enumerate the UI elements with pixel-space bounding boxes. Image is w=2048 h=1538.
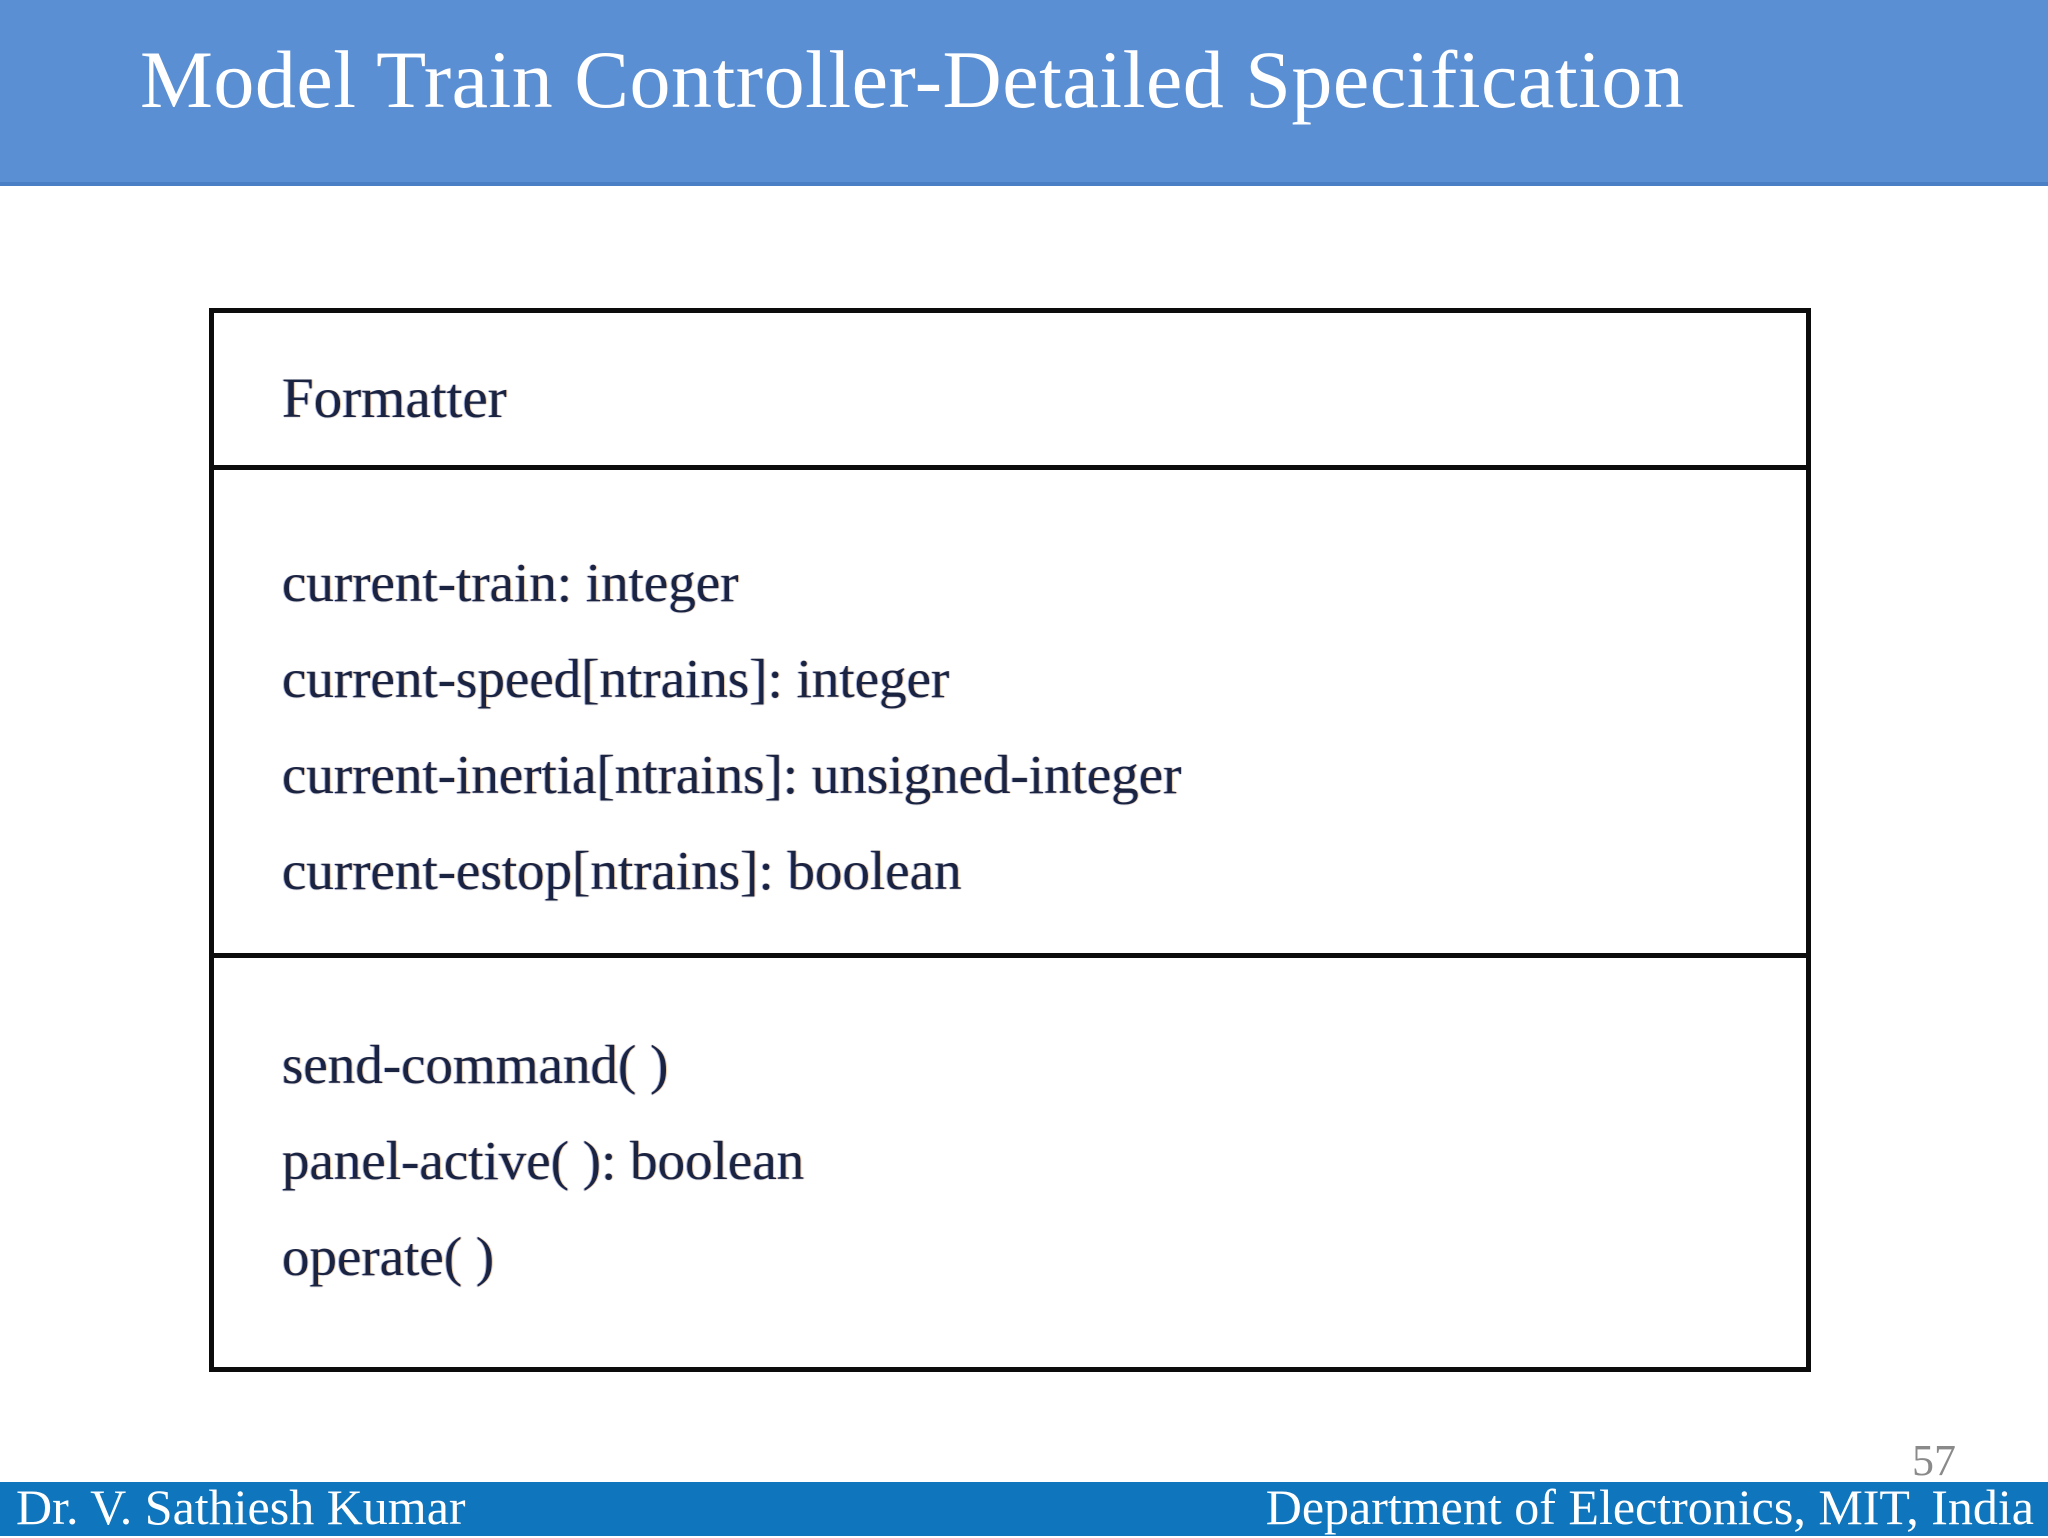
title-banner-bottom-edge — [0, 182, 2048, 186]
uml-attribute-row: current-train: integer — [282, 552, 739, 613]
uml-operation-row: operate( ) — [282, 1226, 495, 1287]
footer-author: Dr. V. Sathiesh Kumar — [16, 1479, 466, 1535]
uml-class-name: Formatter — [282, 367, 507, 430]
page-title: Model Train Controller-Detailed Specific… — [140, 34, 1685, 125]
uml-operation-row: panel-active( ): boolean — [282, 1130, 805, 1191]
slide-footer-bar: Dr. V. Sathiesh Kumar Department of Elec… — [0, 1479, 2048, 1536]
uml-class-box-formatter: Formatter current-train: integer current… — [209, 308, 1811, 1372]
footer-department: Department of Electronics, MIT, India — [1265, 1479, 2034, 1535]
uml-attribute-row: current-estop[ntrains]: boolean — [282, 840, 962, 901]
uml-class-name-section: Formatter — [214, 313, 1806, 470]
uml-operations-section: send-command( ) panel-active( ): boolean… — [214, 958, 1806, 1362]
uml-operation-row: send-command( ) — [282, 1034, 669, 1095]
slide-title-banner: Model Train Controller-Detailed Specific… — [0, 0, 2048, 186]
uml-attribute-row: current-inertia[ntrains]: unsigned-integ… — [282, 744, 1182, 805]
uml-attribute-row: current-speed[ntrains]: integer — [282, 648, 950, 709]
uml-attributes-section: current-train: integer current-speed[ntr… — [214, 470, 1806, 958]
page-number: 57 — [1912, 1436, 1956, 1485]
